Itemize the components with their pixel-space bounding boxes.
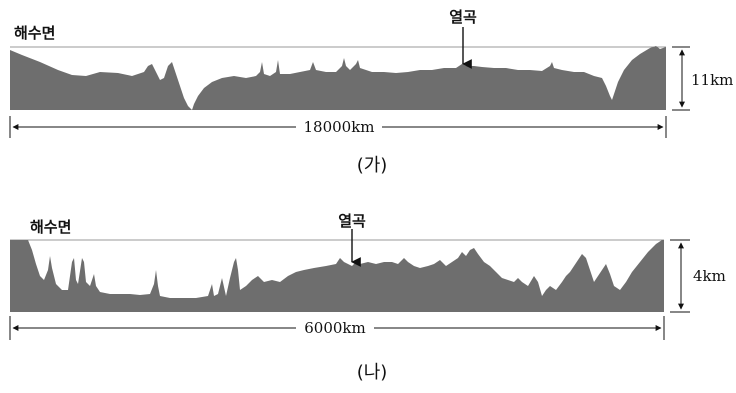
rift-label-b: 열곡 xyxy=(338,212,366,230)
depth-label-b: 4km xyxy=(693,267,726,285)
rift-label-a: 열곡 xyxy=(449,8,477,26)
seafloor-terrain-b xyxy=(10,240,664,312)
caption-a: (가) xyxy=(357,155,388,176)
profile-a: 해수면 열곡 11km 18000km (가) xyxy=(9,8,733,176)
width-label-a: 18000km xyxy=(303,118,374,136)
seafloor-terrain-a xyxy=(10,46,666,110)
width-label-b: 6000km xyxy=(304,319,366,337)
caption-b: (나) xyxy=(357,362,388,383)
sea-level-label-a: 해수면 xyxy=(14,24,55,42)
depth-label-a: 11km xyxy=(691,71,733,89)
sea-level-label-b: 해수면 xyxy=(30,218,71,236)
profile-b: 해수면 열곡 4km 6000km (나) xyxy=(9,212,726,383)
